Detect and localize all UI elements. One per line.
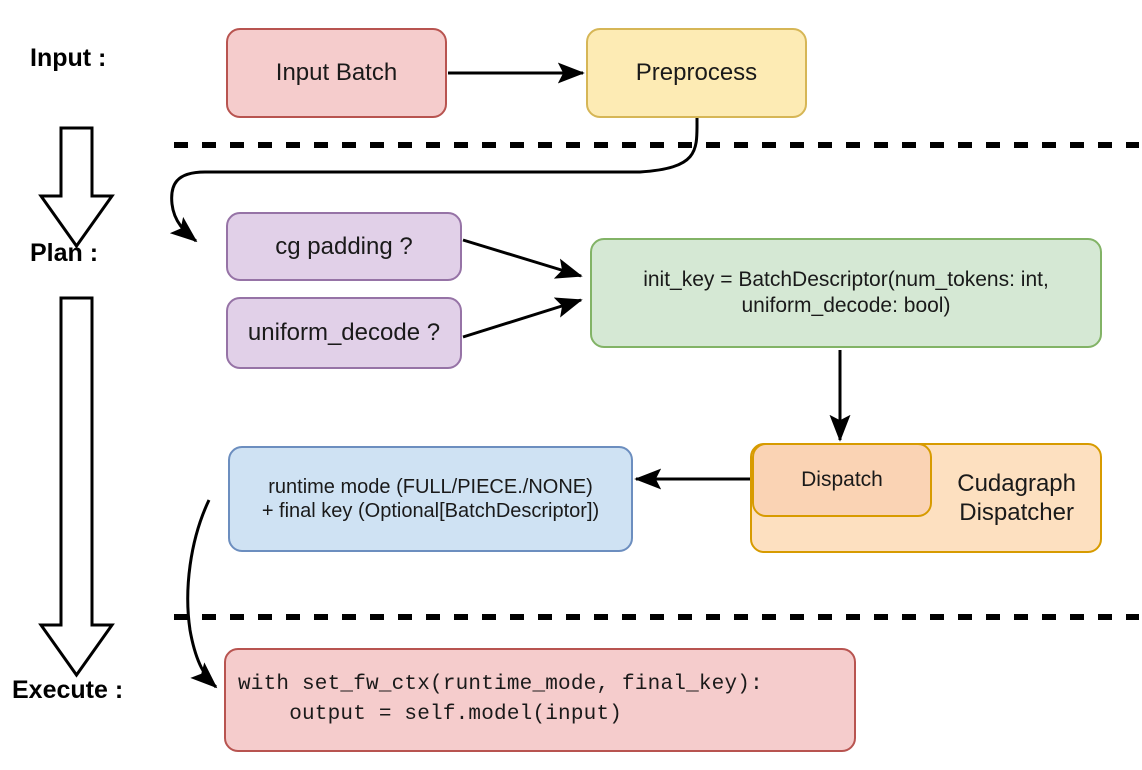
- node-dispatch[interactable]: Dispatch: [752, 443, 932, 517]
- node-runtime-mode[interactable]: runtime mode (FULL/PIECE./NONE) + final …: [228, 446, 633, 552]
- node-execute-code[interactable]: with set_fw_ctx(runtime_mode, final_key)…: [224, 648, 856, 752]
- node-init-key[interactable]: init_key = BatchDescriptor(num_tokens: i…: [590, 238, 1102, 348]
- plan-to-execute-block-arrow: [38, 296, 115, 678]
- node-uniform-decode[interactable]: uniform_decode ?: [226, 297, 462, 369]
- stage-label-plan: Plan :: [30, 239, 99, 267]
- stage-label-execute: Execute :: [12, 676, 124, 704]
- stage-label-input: Input :: [30, 44, 107, 72]
- edge-cg-padding-to-init-key: [462, 238, 583, 279]
- input-to-plan-block-arrow: [38, 126, 115, 249]
- edge-runtime-mode-to-execute-code: [186, 499, 218, 689]
- node-cg-padding[interactable]: cg padding ?: [226, 212, 462, 281]
- edge-uniform-decode-to-init-key: [462, 297, 583, 339]
- node-preprocess[interactable]: Preprocess: [586, 28, 807, 118]
- node-input-batch[interactable]: Input Batch: [226, 28, 447, 118]
